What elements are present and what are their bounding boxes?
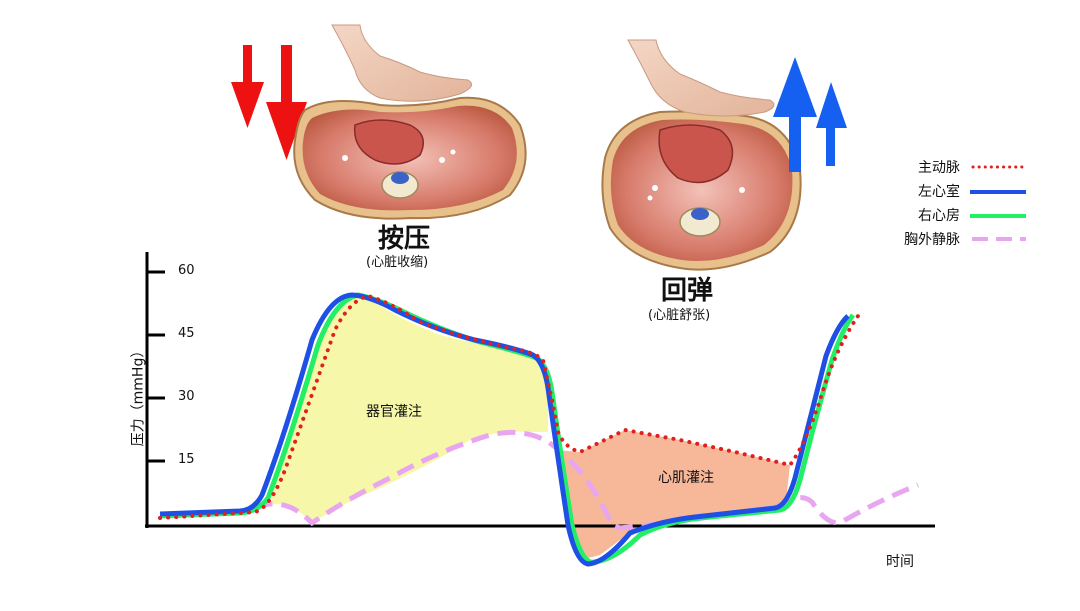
legend-item-right-atrium: 右心房 [870,203,1030,227]
y-tick-label: 60 [178,263,195,278]
legend-swatch [970,214,1026,218]
organ-perfusion-area [270,295,548,523]
legend-swatch [972,237,1026,241]
up-arrow-icon [773,57,847,172]
hand-icon [627,39,775,117]
compression-subtitle: (心脏收缩) [366,255,429,270]
x-axis-label: 时间 [886,554,914,570]
legend-item-intrathoracic-vein: 胸外静脉 [870,227,1030,251]
legend-label: 胸外静脉 [904,232,960,248]
myocardial-perfusion-label: 心肌灌注 [658,470,714,486]
y-tick-label: 45 [178,326,195,341]
series-line-aorta [158,293,860,520]
series-line-intrathoracic-vein [254,429,919,531]
hand-icon [331,24,473,102]
legend-swatch [970,190,1026,194]
y-axis-label: 压力（mmHg） [130,343,147,447]
legend-item-left-ventricle: 左心室 [870,179,1030,203]
legend: 主动脉 左心室 右心房 胸外静脉 [870,155,1030,251]
compression-illustration [231,24,527,220]
pressure-chart [145,252,935,567]
chest-cross-section-compressed [293,96,527,220]
legend-swatch [971,165,1026,169]
legend-label: 左心室 [918,184,960,200]
legend-label: 右心房 [918,208,960,224]
y-tick-label: 30 [178,389,195,404]
chest-cross-section-recoil [601,110,802,271]
recoil-illustration [601,39,847,271]
y-ticks [147,270,165,463]
y-tick-label: 15 [178,452,195,467]
compression-title: 按压 [378,224,431,254]
myocardial-perfusion-area [555,430,790,560]
series-line-left-ventricle [159,292,850,567]
organ-perfusion-label: 器官灌注 [366,404,422,420]
legend-label: 主动脉 [918,160,960,176]
recoil-title: 回弹 [661,276,714,306]
down-arrow-icon [231,45,307,160]
legend-item-aorta: 主动脉 [870,155,1030,179]
recoil-subtitle: (心脏舒张) [648,308,711,323]
